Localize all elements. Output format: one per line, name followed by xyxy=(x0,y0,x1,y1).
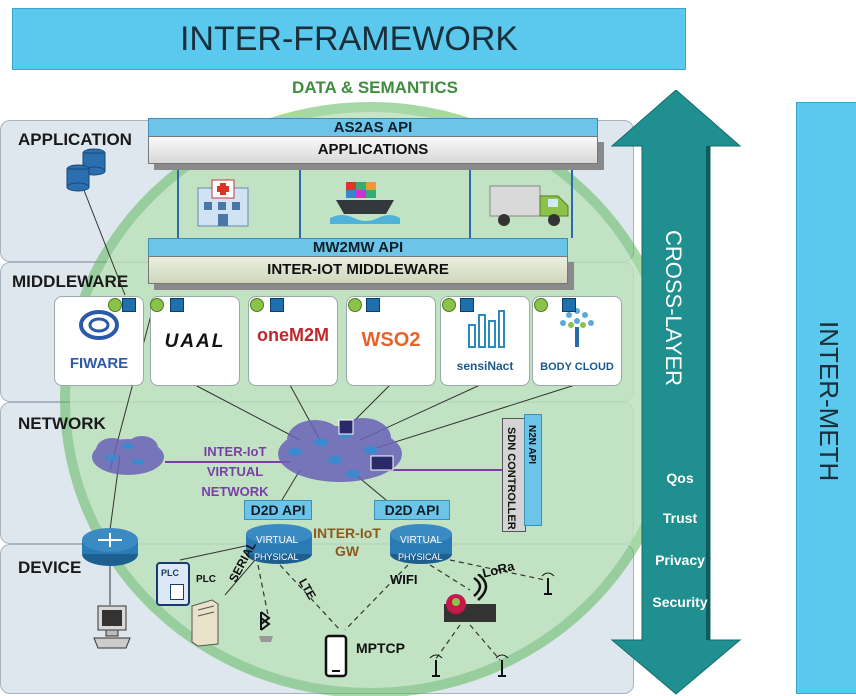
data-semantics-title: DATA & SEMANTICS xyxy=(292,78,458,97)
mptcp-label: MPTCP xyxy=(356,640,405,656)
connector-blue-2 xyxy=(170,298,184,312)
gw-line-2: GW xyxy=(334,543,360,559)
inter-framework-title: INTER-FRAMEWORK xyxy=(179,19,519,58)
platform-card-onem2m: oneM2M xyxy=(248,296,338,386)
database-icon xyxy=(66,148,106,192)
gateway-router-right-icon xyxy=(390,524,452,564)
n2n-api-label: N2N API xyxy=(526,425,537,465)
small-network-cloud-icon xyxy=(92,436,164,475)
desktop-computer-icon xyxy=(93,605,131,649)
sensinact-logo-icon xyxy=(468,310,505,348)
connector-green-5 xyxy=(442,298,456,312)
fiware-logo-icon xyxy=(79,310,119,340)
gateway-left-virtual-label: VIRTUAL xyxy=(256,535,299,546)
connector-green-1 xyxy=(108,298,122,312)
inter-iot-middleware-block: INTER-IOT MIDDLEWARE xyxy=(148,256,568,284)
gateway-left-physical-label: PHYSICAL xyxy=(254,552,299,562)
router-icon xyxy=(82,528,138,566)
platform-name-uaal: UAAL xyxy=(164,331,226,352)
d2d-api-bar-left: D2D API xyxy=(244,500,312,520)
d2d-api-bar-right: D2D API xyxy=(374,500,450,520)
virtual-network-line-3: NETWORK xyxy=(201,484,269,499)
middleware-layer-label: MIDDLEWARE xyxy=(12,272,129,291)
virtual-network-cloud-icon xyxy=(278,418,402,482)
inter-meth-title: INTER-METH xyxy=(814,321,844,482)
platform-name-fiware: FIWARE xyxy=(69,355,129,372)
applications-block: APPLICATIONS xyxy=(148,136,598,164)
application-layer-label: APPLICATION xyxy=(18,130,132,149)
platform-name-sensinact: sensiNact xyxy=(456,359,514,373)
cross-layer-title: CROSS-LAYER xyxy=(661,230,686,387)
hospital-icon xyxy=(197,179,249,227)
n2n-api-bar: N2N API xyxy=(524,414,542,526)
cross-layer-security: Security xyxy=(652,594,708,610)
cross-layer-qos: Qos xyxy=(666,470,694,486)
truck-icon xyxy=(489,185,569,226)
gw-line-1: INTER-IoT xyxy=(313,525,381,541)
sdn-controller-label: SDN CONTROLLER xyxy=(505,427,517,530)
smartphone-icon xyxy=(324,634,348,678)
server-tower-icon xyxy=(191,599,219,647)
connector-blue-4 xyxy=(366,298,380,312)
virtual-network-line-2: VIRTUAL xyxy=(206,464,264,479)
cross-layer-trust: Trust xyxy=(662,510,698,526)
gateway-right-physical-label: PHYSICAL xyxy=(398,552,443,562)
wifi-link-label: WIFI xyxy=(390,572,418,587)
sdn-controller-box: SDN CONTROLLER xyxy=(502,418,526,532)
plc-keypad xyxy=(170,584,184,600)
as2as-api-bar: AS2AS API xyxy=(148,118,598,138)
platform-card-wso2: WSO2 xyxy=(346,296,436,386)
network-layer-label: NETWORK xyxy=(18,414,106,433)
mw2mw-api-bar: MW2MW API xyxy=(148,238,568,258)
cross-layer-arrow xyxy=(610,90,742,695)
connector-blue-3 xyxy=(270,298,284,312)
platform-name-bodycloud: BODY CLOUD xyxy=(540,361,614,373)
raspberry-pi-gateway-icon xyxy=(444,574,496,622)
gateway-right-virtual-label: VIRTUAL xyxy=(400,535,443,546)
bodycloud-tree-icon xyxy=(560,308,594,347)
inter-meth-bar: INTER-METH xyxy=(796,102,856,694)
platform-card-bodycloud: BODY CLOUD xyxy=(532,296,622,386)
device-layer-label: DEVICE xyxy=(18,558,82,577)
inter-iot-virtual-network-label: INTER-IoT VIRTUAL NETWORK xyxy=(190,442,280,502)
connector-blue-1 xyxy=(122,298,136,312)
connector-blue-5 xyxy=(460,298,474,312)
connector-green-6 xyxy=(534,298,548,312)
connector-blue-6 xyxy=(562,298,576,312)
connector-green-3 xyxy=(250,298,264,312)
connector-green-2 xyxy=(150,298,164,312)
connector-green-4 xyxy=(348,298,362,312)
platform-name-onem2m: oneM2M xyxy=(257,325,329,345)
antenna-icon-2 xyxy=(495,654,509,677)
platform-card-sensinact: sensiNact xyxy=(440,296,530,386)
platform-card-uaal: UAAL xyxy=(150,296,240,386)
lora-antenna-icon xyxy=(541,572,555,595)
plc-link-label: PLC xyxy=(196,574,216,585)
inter-framework-banner: INTER-FRAMEWORK xyxy=(12,8,686,70)
antenna-icon-1 xyxy=(429,654,443,677)
platform-name-wso2: WSO2 xyxy=(361,329,421,351)
inter-iot-gw-label: INTER-IoT GW xyxy=(312,524,382,560)
plc-device-label: PLC xyxy=(161,568,179,578)
ship-icon xyxy=(330,182,400,224)
bluetooth-sensor-icon xyxy=(259,611,273,642)
plc-device-icon: PLC xyxy=(156,562,190,606)
cross-layer-privacy: Privacy xyxy=(655,552,705,568)
gateway-router-left-icon xyxy=(246,524,312,564)
virtual-network-line-1: INTER-IoT xyxy=(203,444,267,459)
